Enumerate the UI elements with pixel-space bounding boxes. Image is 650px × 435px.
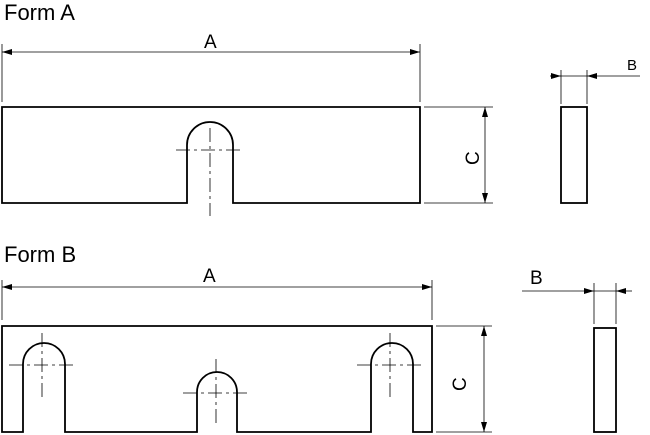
form-a-height-dimension: C [424, 106, 493, 204]
form-a-front-view [1, 106, 421, 204]
form-b-thickness-dimension: B [522, 268, 632, 324]
form-a-side-view [560, 106, 588, 204]
form-a-length-dimension: A [1, 32, 421, 102]
form-a-dim-a-label: A [204, 32, 217, 53]
form-b-side-view [593, 327, 617, 433]
form-a-dim-c-label: C [463, 151, 484, 165]
form-a-slot-centerlines [176, 128, 244, 216]
form-b-length-dimension: A [1, 266, 433, 320]
form-b-dim-a-label: A [203, 266, 216, 287]
form-a-thickness-dimension: B [550, 57, 640, 104]
form-b-height-dimension: C [436, 325, 492, 433]
form-b-dim-b-label: B [530, 268, 543, 289]
form-b: Form B A C B [1, 242, 632, 433]
form-a-title: Form A [4, 0, 75, 25]
form-b-dim-c-label: C [450, 377, 471, 391]
form-b-front-view [1, 325, 433, 433]
form-b-slot-centerlines [9, 333, 424, 425]
form-a-dim-b-label: B [627, 57, 637, 74]
form-b-title: Form B [4, 242, 76, 267]
form-a: Form A A C B [1, 0, 640, 216]
